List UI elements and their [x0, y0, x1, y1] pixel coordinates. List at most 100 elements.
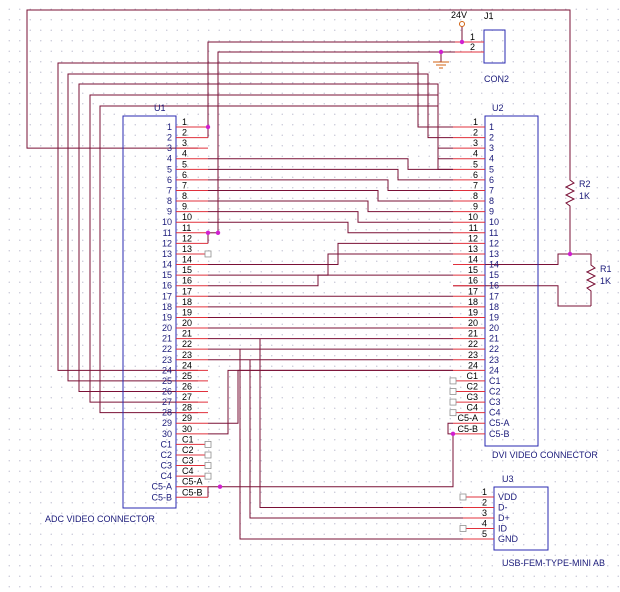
- u1-pin-number: 1: [182, 117, 187, 127]
- u3-pin-name: GND: [498, 534, 519, 544]
- u1-pin-name: 27: [162, 397, 172, 407]
- u2-pin-name: 14: [489, 260, 499, 270]
- u1-pin-name: 20: [162, 323, 172, 333]
- ground-icon: [433, 52, 449, 69]
- r1-zigzag-icon: [585, 254, 597, 306]
- u1-pin-number: 23: [182, 350, 192, 360]
- no-connect-icon: [204, 250, 212, 258]
- u1-pin-number: C1: [182, 434, 194, 444]
- net-loop: [57, 62, 453, 371]
- u1-pin-number: 3: [182, 138, 187, 148]
- u2-pin-name: 18: [489, 302, 499, 312]
- u3-ref: U3: [502, 474, 514, 484]
- j1-pin1-num: 1: [470, 32, 475, 42]
- r1-resistor[interactable]: R1 1K: [585, 254, 612, 306]
- net-loop: [89, 94, 453, 403]
- power-24v-label: 24V: [451, 10, 467, 20]
- u1-pin-number: C5-B: [182, 487, 203, 497]
- net-loop-r2: [26, 9, 571, 175]
- u2-pin-number: 3: [473, 138, 478, 148]
- u1-pin-number: 17: [182, 286, 192, 296]
- u1-pin-name: 29: [162, 418, 172, 428]
- u1-title: ADC VIDEO CONNECTOR: [45, 514, 155, 524]
- u2-pin-number: 22: [468, 339, 478, 349]
- net-c5: [208, 433, 454, 488]
- no-connect-icon: [449, 388, 457, 395]
- u2-pin-name: 3: [489, 143, 494, 153]
- u1-pin-name: 11: [163, 228, 172, 238]
- u1-pin-number: 22: [182, 339, 192, 349]
- u1-pin-name: 15: [162, 270, 172, 280]
- u1-pin-name: C1: [160, 439, 172, 449]
- u1-pin-name: 1: [167, 122, 172, 132]
- u3-pin-name: VDD: [498, 492, 518, 502]
- u1-pin-name: 21: [162, 334, 172, 344]
- j1-pin2-num: 2: [470, 42, 475, 52]
- u1-pin-number: 5: [182, 159, 187, 169]
- u1-pin-name: C4: [160, 471, 172, 481]
- power-24v-icon: [459, 21, 465, 27]
- u2-pin-number: 24: [468, 360, 478, 370]
- u3-pin-number: 3: [482, 508, 487, 518]
- net-cross: [208, 253, 453, 276]
- junction-dot: [459, 39, 465, 45]
- net-cross: [208, 179, 453, 191]
- u2-pin-name: 13: [489, 249, 499, 259]
- u1-ref: U1: [154, 103, 166, 113]
- u2-pin-name: 7: [489, 185, 494, 195]
- u1-pin-name: 22: [162, 344, 172, 354]
- u1-pin-number: 25: [182, 371, 192, 381]
- u2-pin-name: C2: [489, 387, 501, 397]
- u1-pin-number: 24: [182, 360, 192, 370]
- u2-pin-name: 1: [489, 122, 494, 132]
- u1-pin-name: 4: [167, 154, 172, 164]
- u1-pin-name: 24: [162, 365, 172, 375]
- no-connect-icon: [449, 398, 457, 406]
- u1-pin-name: 5: [167, 164, 172, 174]
- u2-body[interactable]: [484, 115, 539, 447]
- u2-pin-name: 21: [489, 334, 499, 344]
- u1-pin-name: 8: [167, 196, 172, 206]
- u1-pin-number: 11: [182, 223, 191, 233]
- net-cross: [208, 189, 453, 202]
- j1-body[interactable]: [483, 29, 506, 64]
- no-connect-icon: [204, 440, 212, 448]
- net-usb-gnd: [239, 349, 463, 540]
- u1-pin-number: 7: [182, 180, 187, 190]
- u1-pin-number: 2: [182, 128, 187, 138]
- u3-pin-number: 4: [482, 519, 487, 529]
- junction-dot: [205, 230, 211, 235]
- u2-pin-name: C4: [489, 408, 501, 418]
- no-connect-icon: [459, 493, 467, 501]
- u2-pin-name: 20: [489, 323, 499, 333]
- no-connect-icon: [204, 472, 212, 480]
- u2-pin-number: 2: [473, 128, 478, 138]
- r2-resistor[interactable]: R2 1K: [564, 175, 591, 210]
- net-loop: [67, 73, 453, 382]
- u1-pin-number: 18: [182, 297, 192, 307]
- u1-pin-name: C3: [160, 461, 172, 471]
- u2-pin-name: 23: [489, 355, 499, 365]
- net-24v: [207, 41, 455, 127]
- u1-pin-number: 15: [182, 265, 192, 275]
- u2-pin-number: C2: [466, 382, 478, 392]
- junction-dot: [215, 230, 221, 235]
- junction-dot: [205, 124, 211, 130]
- u1-pin-number: 20: [182, 318, 192, 328]
- u2-pin-name: C1: [489, 376, 501, 386]
- u1-pin-name: 2: [167, 133, 172, 143]
- u1-pin-name: 28: [162, 408, 172, 418]
- u2-pin-name: 15: [489, 270, 499, 280]
- u1-pin-name: 6: [167, 175, 172, 185]
- u1-body[interactable]: [122, 115, 177, 509]
- net-loop: [99, 105, 453, 414]
- u2-pin-number: 8: [473, 191, 478, 201]
- u1-pin-number: 14: [182, 255, 192, 265]
- u1-pin-number: C3: [182, 456, 194, 466]
- u1-pin-number: 16: [182, 276, 192, 286]
- u2-pin-number: 16: [468, 276, 478, 286]
- u3-pin-number: 1: [482, 487, 487, 497]
- u2-pin-number: 10: [468, 212, 478, 222]
